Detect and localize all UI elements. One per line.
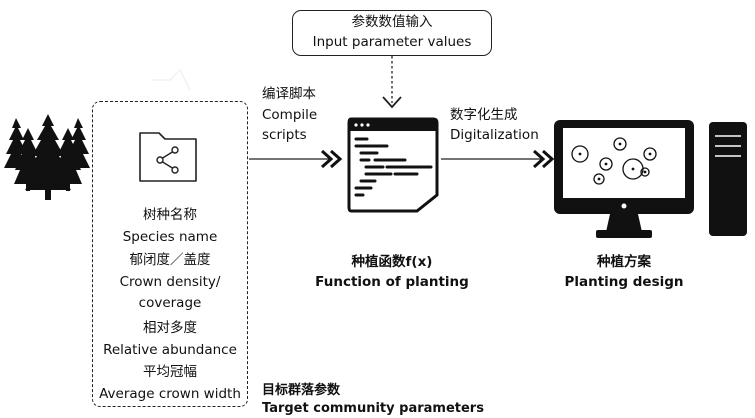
param-crown-width-zh: 平均冠幅: [143, 364, 197, 380]
target-label-en: Target community parameters: [262, 401, 484, 416]
compile-label-zh: 编译脚本: [262, 86, 316, 102]
param-crown-density-en-line2: coverage: [138, 295, 202, 311]
param-abundance-en: Relative abundance: [103, 342, 237, 358]
compile-label-en-line1: Compile: [262, 107, 318, 123]
function-label-en: Function of planting: [315, 274, 469, 290]
monitor-icon: [554, 120, 694, 238]
digitalization-label-zh: 数字化生成: [450, 107, 518, 123]
compile-label-en-line2: scripts: [262, 127, 307, 143]
param-crown-width-en: Average crown width: [99, 386, 241, 402]
param-crown-density-en-line1: Crown density/: [119, 274, 221, 290]
param-crown-density-zh: 郁闭度／盖度: [129, 252, 211, 268]
function-label-zh: 种植函数f(x): [351, 254, 433, 270]
design-label-en: Planting design: [564, 274, 684, 290]
target-parameters-box: [92, 101, 248, 407]
input-label-zh: 参数数值输入: [351, 14, 433, 30]
digitalization-label-en: Digitalization: [450, 127, 539, 143]
param-species-en: Species name: [122, 229, 218, 245]
script-document-icon: [347, 117, 439, 213]
target-label-zh: 目标群落参数: [262, 383, 341, 398]
computer-tower-icon: [709, 122, 747, 236]
input-label-en: Input parameter values: [312, 34, 472, 50]
share-folder-icon: [139, 132, 197, 182]
faint-mark: [152, 68, 191, 91]
forest-icon: [4, 114, 90, 200]
param-abundance-zh: 相对多度: [143, 320, 197, 336]
input-parameters-box: [292, 10, 492, 56]
param-species-zh: 树种名称: [143, 207, 197, 223]
design-label-zh: 种植方案: [597, 254, 651, 270]
